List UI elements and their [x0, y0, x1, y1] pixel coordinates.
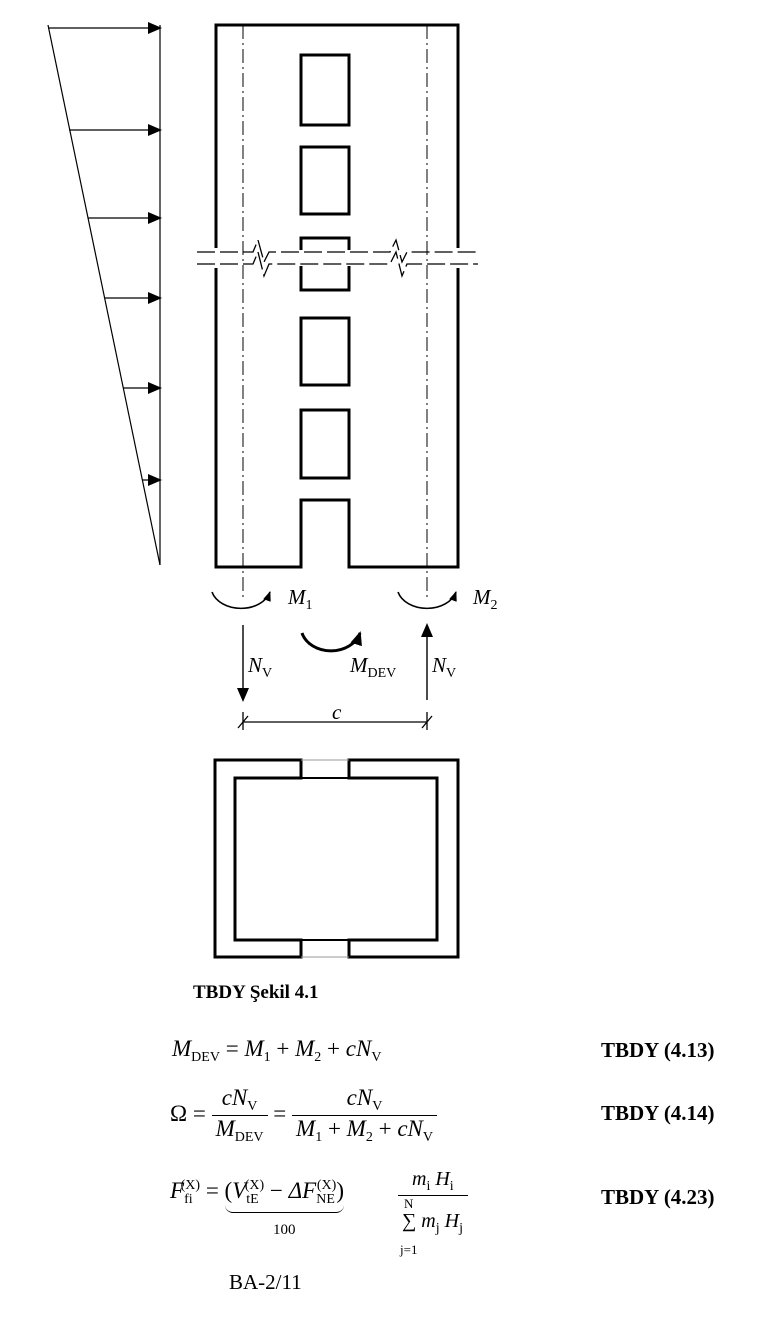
break-lines — [197, 238, 478, 279]
dimension-c — [237, 712, 433, 730]
shear-wall-diagram — [47, 22, 478, 959]
equation-tag-4-14: TBDY (4.14) — [601, 1101, 715, 1125]
equation-tag-4-23: TBDY (4.23) — [601, 1185, 715, 1209]
label-m1: M1 — [288, 585, 313, 613]
label-nv-right: NV — [432, 653, 457, 681]
equation-4-23: Ffi(X) = (VtE(X) − ΔFNE(X))100 — [170, 1178, 344, 1238]
label-c: c — [332, 700, 342, 724]
label-mdev: MDEV — [350, 653, 397, 681]
equation-tag-4-13: TBDY (4.13) — [601, 1038, 715, 1062]
axial-force-arrows — [237, 623, 433, 702]
wall-elevation — [214, 23, 460, 569]
centerlines — [242, 25, 428, 600]
lateral-load-diagram — [47, 22, 162, 566]
figure-caption: TBDY Şekil 4.1 — [193, 982, 319, 1003]
page-number: BA-2/11 — [229, 1270, 302, 1294]
label-m2: M2 — [473, 585, 498, 613]
coupling-beams-plan — [301, 759, 349, 958]
equation-4-13: MDEV = M1 + M2 + cNV — [172, 1036, 382, 1065]
label-nv-left: NV — [248, 653, 273, 681]
moment-arrows — [211, 591, 457, 653]
wall-plan-section — [213, 758, 460, 959]
